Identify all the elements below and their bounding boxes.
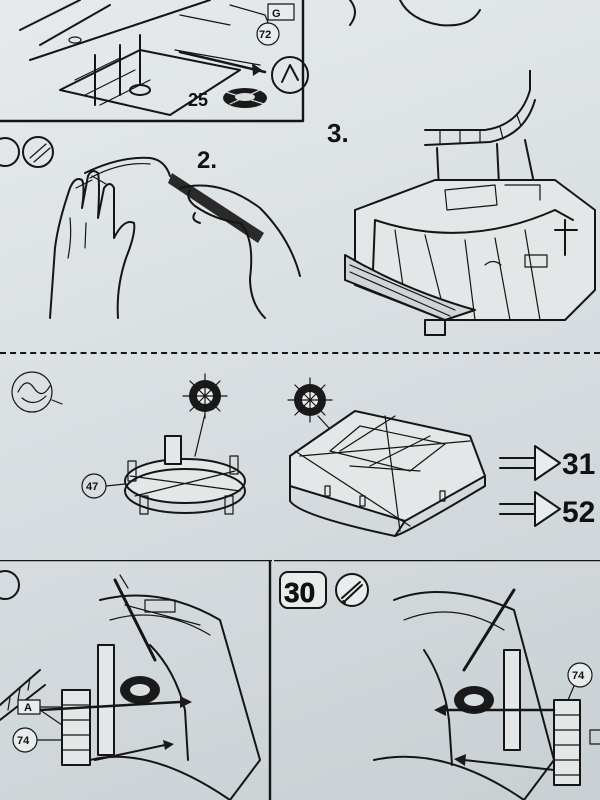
step-2-panel: 2.: [0, 128, 330, 350]
step-30-label: 30: [284, 577, 315, 608]
step-3-label: 3.: [327, 118, 349, 148]
callout-a: A: [24, 702, 32, 714]
part-47-label: 47: [86, 481, 98, 493]
next-step-52: 52: [562, 496, 595, 529]
top-left-panel: G 72 25: [0, 0, 310, 125]
step-3-panel: 3.: [325, 70, 600, 350]
callout-74-left: 74: [17, 735, 30, 747]
step-30-panel: 30 74: [274, 560, 600, 800]
next-step-31: 31: [562, 448, 595, 481]
glue-detail-icon-right: [287, 377, 333, 423]
bottom-left-panel: A 74: [0, 560, 272, 800]
letter-tag: G: [272, 8, 281, 20]
liferaft-section: 47 31 52: [0, 356, 600, 556]
part-72-label: 72: [259, 29, 271, 41]
callout-74-right: 74: [572, 670, 585, 682]
part-25-label: 25: [188, 90, 208, 110]
step-2-label: 2.: [197, 147, 217, 174]
top-right-fragment: [330, 0, 600, 40]
glue-detail-icon-left: [182, 373, 228, 419]
dashed-divider: [0, 352, 600, 354]
